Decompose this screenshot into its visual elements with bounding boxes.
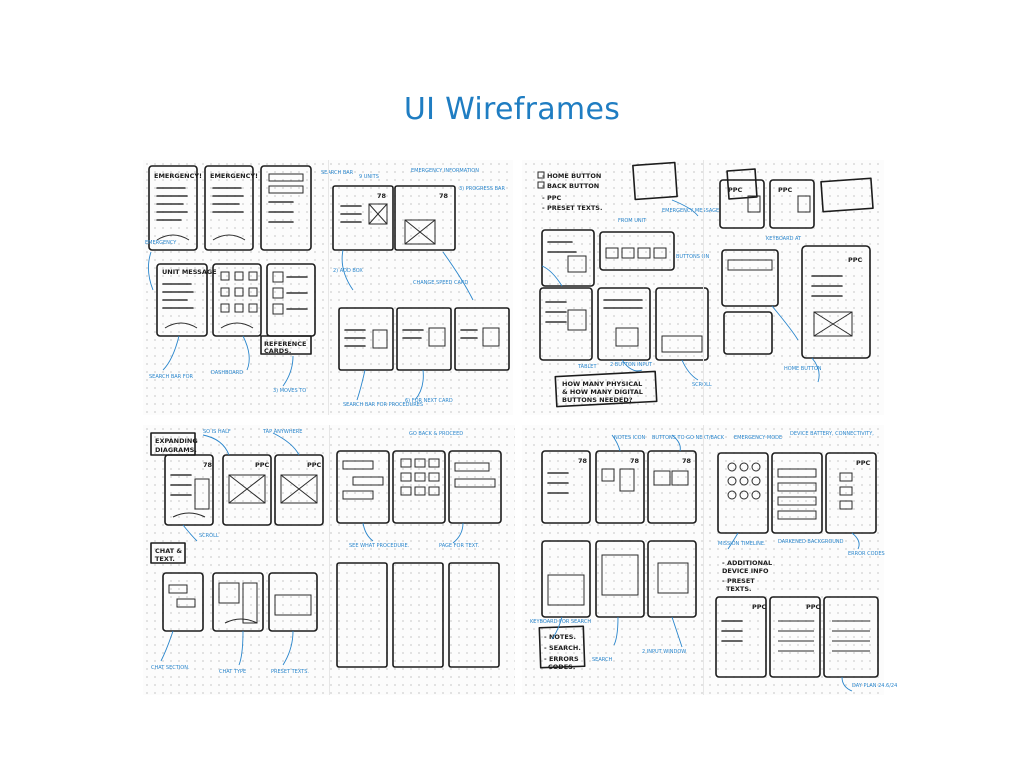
- svg-text:- PRESET: - PRESET: [722, 577, 755, 585]
- svg-text:CODES.: CODES.: [548, 663, 575, 671]
- svg-text:ERROR CODES: ERROR CODES: [848, 551, 885, 557]
- svg-text:6) FOR NEXT CARD: 6) FOR NEXT CARD: [405, 398, 453, 404]
- svg-text:SCROLL: SCROLL: [199, 533, 219, 539]
- svg-text:CHAT SECTION.: CHAT SECTION.: [151, 665, 190, 671]
- svg-text:- ADDITIONAL: - ADDITIONAL: [722, 559, 772, 567]
- svg-text:78: 78: [439, 192, 449, 200]
- svg-text:- BACK BUTTON: - BACK BUTTON: [542, 182, 599, 190]
- svg-text:78: 78: [682, 457, 692, 465]
- svg-text:EMERGENCY!: EMERGENCY!: [210, 172, 258, 180]
- svg-text:HOME BUTTON: HOME BUTTON: [784, 366, 822, 372]
- svg-text:FROM UNIT: FROM UNIT: [618, 218, 647, 224]
- svg-text:PPC: PPC: [778, 186, 793, 194]
- sketch-drawing: - HOME BUTTON - BACK BUTTON - PPC - PRESET…: [537, 161, 874, 408]
- svg-text:EMERGENCY: EMERGENCY: [145, 240, 177, 246]
- svg-text:EMERGENCY MESSAGE: EMERGENCY MESSAGE: [662, 208, 719, 214]
- svg-text:- PRESET TEXTS.: - PRESET TEXTS.: [542, 204, 602, 212]
- svg-text:9 UNITS: 9 UNITS: [359, 174, 379, 180]
- svg-text:PPC: PPC: [848, 256, 863, 264]
- wireframe-sheet-2: - HOME BUTTON - BACK BUTTON - PPC - PRESET…: [522, 160, 884, 415]
- svg-text:SO IS HALF: SO IS HALF: [203, 429, 231, 435]
- svg-text:EMERGENCY!: EMERGENCY!: [154, 172, 202, 180]
- svg-text:- PPC: - PPC: [542, 194, 561, 202]
- svg-text:TAP ANYWHERE: TAP ANYWHERE: [262, 429, 302, 435]
- svg-text:CHAT &: CHAT &: [155, 547, 182, 555]
- svg-text:EXPANDING: EXPANDING: [155, 437, 198, 445]
- svg-text:SEARCH: SEARCH: [592, 657, 612, 663]
- svg-text:78: 78: [377, 192, 387, 200]
- svg-text:PAGE FOR TEXT.: PAGE FOR TEXT.: [439, 543, 480, 549]
- svg-text:3) MOVES TO: 3) MOVES TO: [273, 388, 306, 394]
- svg-text:KEYBOARD AT: KEYBOARD AT: [766, 236, 802, 242]
- svg-text:TABLET: TABLET: [577, 364, 597, 370]
- svg-text:- SEARCH.: - SEARCH.: [544, 644, 581, 652]
- svg-text:REFERENCE: REFERENCE: [264, 340, 306, 348]
- svg-text:NOTES ICON: NOTES ICON: [614, 435, 646, 441]
- svg-text:78: 78: [578, 457, 588, 465]
- svg-text:- HOME BUTTON: - HOME BUTTON: [542, 172, 601, 180]
- svg-text:- ERRORS: - ERRORS: [544, 655, 579, 663]
- svg-text:EMERGENCY MODE: EMERGENCY MODE: [734, 435, 782, 441]
- svg-text:& HOW MANY DIGITAL: & HOW MANY DIGITAL: [562, 388, 643, 396]
- svg-text:CHANGE SPEED CARD: CHANGE SPEED CARD: [413, 280, 468, 286]
- svg-text:UNIT MESSAGE: UNIT MESSAGE: [162, 268, 217, 276]
- svg-text:SEARCH BAR FOR PROCEDURES: SEARCH BAR FOR PROCEDURES: [343, 402, 423, 408]
- svg-text:DEVICE INFO: DEVICE INFO: [722, 567, 769, 575]
- svg-text:SEE WHAT PROCEDURE.: SEE WHAT PROCEDURE.: [349, 543, 410, 549]
- svg-text:PRESET TEXTS.: PRESET TEXTS.: [271, 669, 309, 675]
- svg-text:CARDS.: CARDS.: [264, 347, 291, 355]
- svg-text:BUTTONS ON: BUTTONS ON: [676, 254, 709, 260]
- svg-text:SEARCH BAR FOR: SEARCH BAR FOR: [149, 374, 194, 380]
- svg-text:HOW MANY PHYSICAL: HOW MANY PHYSICAL: [562, 380, 642, 388]
- svg-text:MISSION TIMELINE.: MISSION TIMELINE.: [718, 541, 766, 547]
- svg-text:3) PROGRESS BAR: 3) PROGRESS BAR: [459, 186, 505, 192]
- wireframe-sheet-1: EMERGENCY! EMERGENCY! UNIT MESSAGE REFER…: [143, 160, 513, 415]
- svg-text:SCROLL: SCROLL: [692, 382, 712, 388]
- svg-text:2 BUTTON INPUT: 2 BUTTON INPUT: [610, 362, 653, 368]
- svg-text:PPC: PPC: [752, 603, 767, 611]
- svg-text:2) ADD BOX: 2) ADD BOX: [333, 268, 363, 274]
- svg-text:DEVICE BATTERY, CONNECTIVITY,: DEVICE BATTERY, CONNECTIVITY,: [790, 431, 874, 437]
- svg-text:CHAT TYPE: CHAT TYPE: [219, 669, 246, 675]
- svg-text:PPC: PPC: [806, 603, 821, 611]
- svg-text:BUTTONS NEEDED?: BUTTONS NEEDED?: [562, 396, 633, 404]
- svg-text:PPC: PPC: [856, 459, 871, 467]
- svg-text:DIAGRAMS.: DIAGRAMS.: [155, 446, 197, 454]
- sketch-drawing: EMERGENCY! EMERGENCY! UNIT MESSAGE REFER…: [145, 165, 510, 408]
- svg-text:2 INPUT WINDOW: 2 INPUT WINDOW: [642, 649, 686, 655]
- page-title: UI Wireframes: [403, 92, 621, 127]
- svg-text:SEARCH BAR: SEARCH BAR: [321, 170, 354, 176]
- svg-text:EMERGENCY INFORMATION: EMERGENCY INFORMATION: [411, 168, 479, 174]
- svg-text:PPC: PPC: [255, 461, 270, 469]
- svg-text:BUTTONS TO GO NEXT/BACK: BUTTONS TO GO NEXT/BACK: [652, 435, 725, 441]
- svg-text:- NOTES.: - NOTES.: [544, 633, 576, 641]
- svg-text:KEYBOARD FOR SEARCH: KEYBOARD FOR SEARCH: [530, 619, 591, 625]
- svg-text:78: 78: [203, 461, 213, 469]
- svg-text:TEXTS.: TEXTS.: [726, 585, 751, 593]
- svg-text:GO BACK & PROCEED: GO BACK & PROCEED: [409, 431, 463, 437]
- svg-text:TEXT.: TEXT.: [155, 555, 175, 563]
- svg-text:DARKENED BACKGROUND: DARKENED BACKGROUND: [778, 539, 844, 545]
- svg-text:PPC: PPC: [307, 461, 322, 469]
- svg-text:PPC: PPC: [728, 186, 743, 194]
- svg-text:DAY PLAN 24.6/24: DAY PLAN 24.6/24: [852, 683, 897, 689]
- svg-text:78: 78: [630, 457, 640, 465]
- svg-text:DASHBOARD: DASHBOARD: [211, 370, 243, 376]
